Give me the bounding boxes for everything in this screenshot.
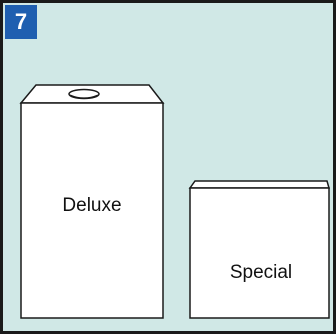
deluxe-box-label: Deluxe — [62, 195, 121, 216]
special-box-front — [190, 188, 329, 318]
handle-icon — [69, 90, 99, 99]
deluxe-box: Deluxe — [21, 85, 163, 318]
special-box: Special — [190, 181, 329, 318]
special-box-label: Special — [230, 262, 292, 283]
boxes-illustration: Deluxe Special — [3, 3, 333, 331]
special-box-lid — [190, 181, 329, 188]
